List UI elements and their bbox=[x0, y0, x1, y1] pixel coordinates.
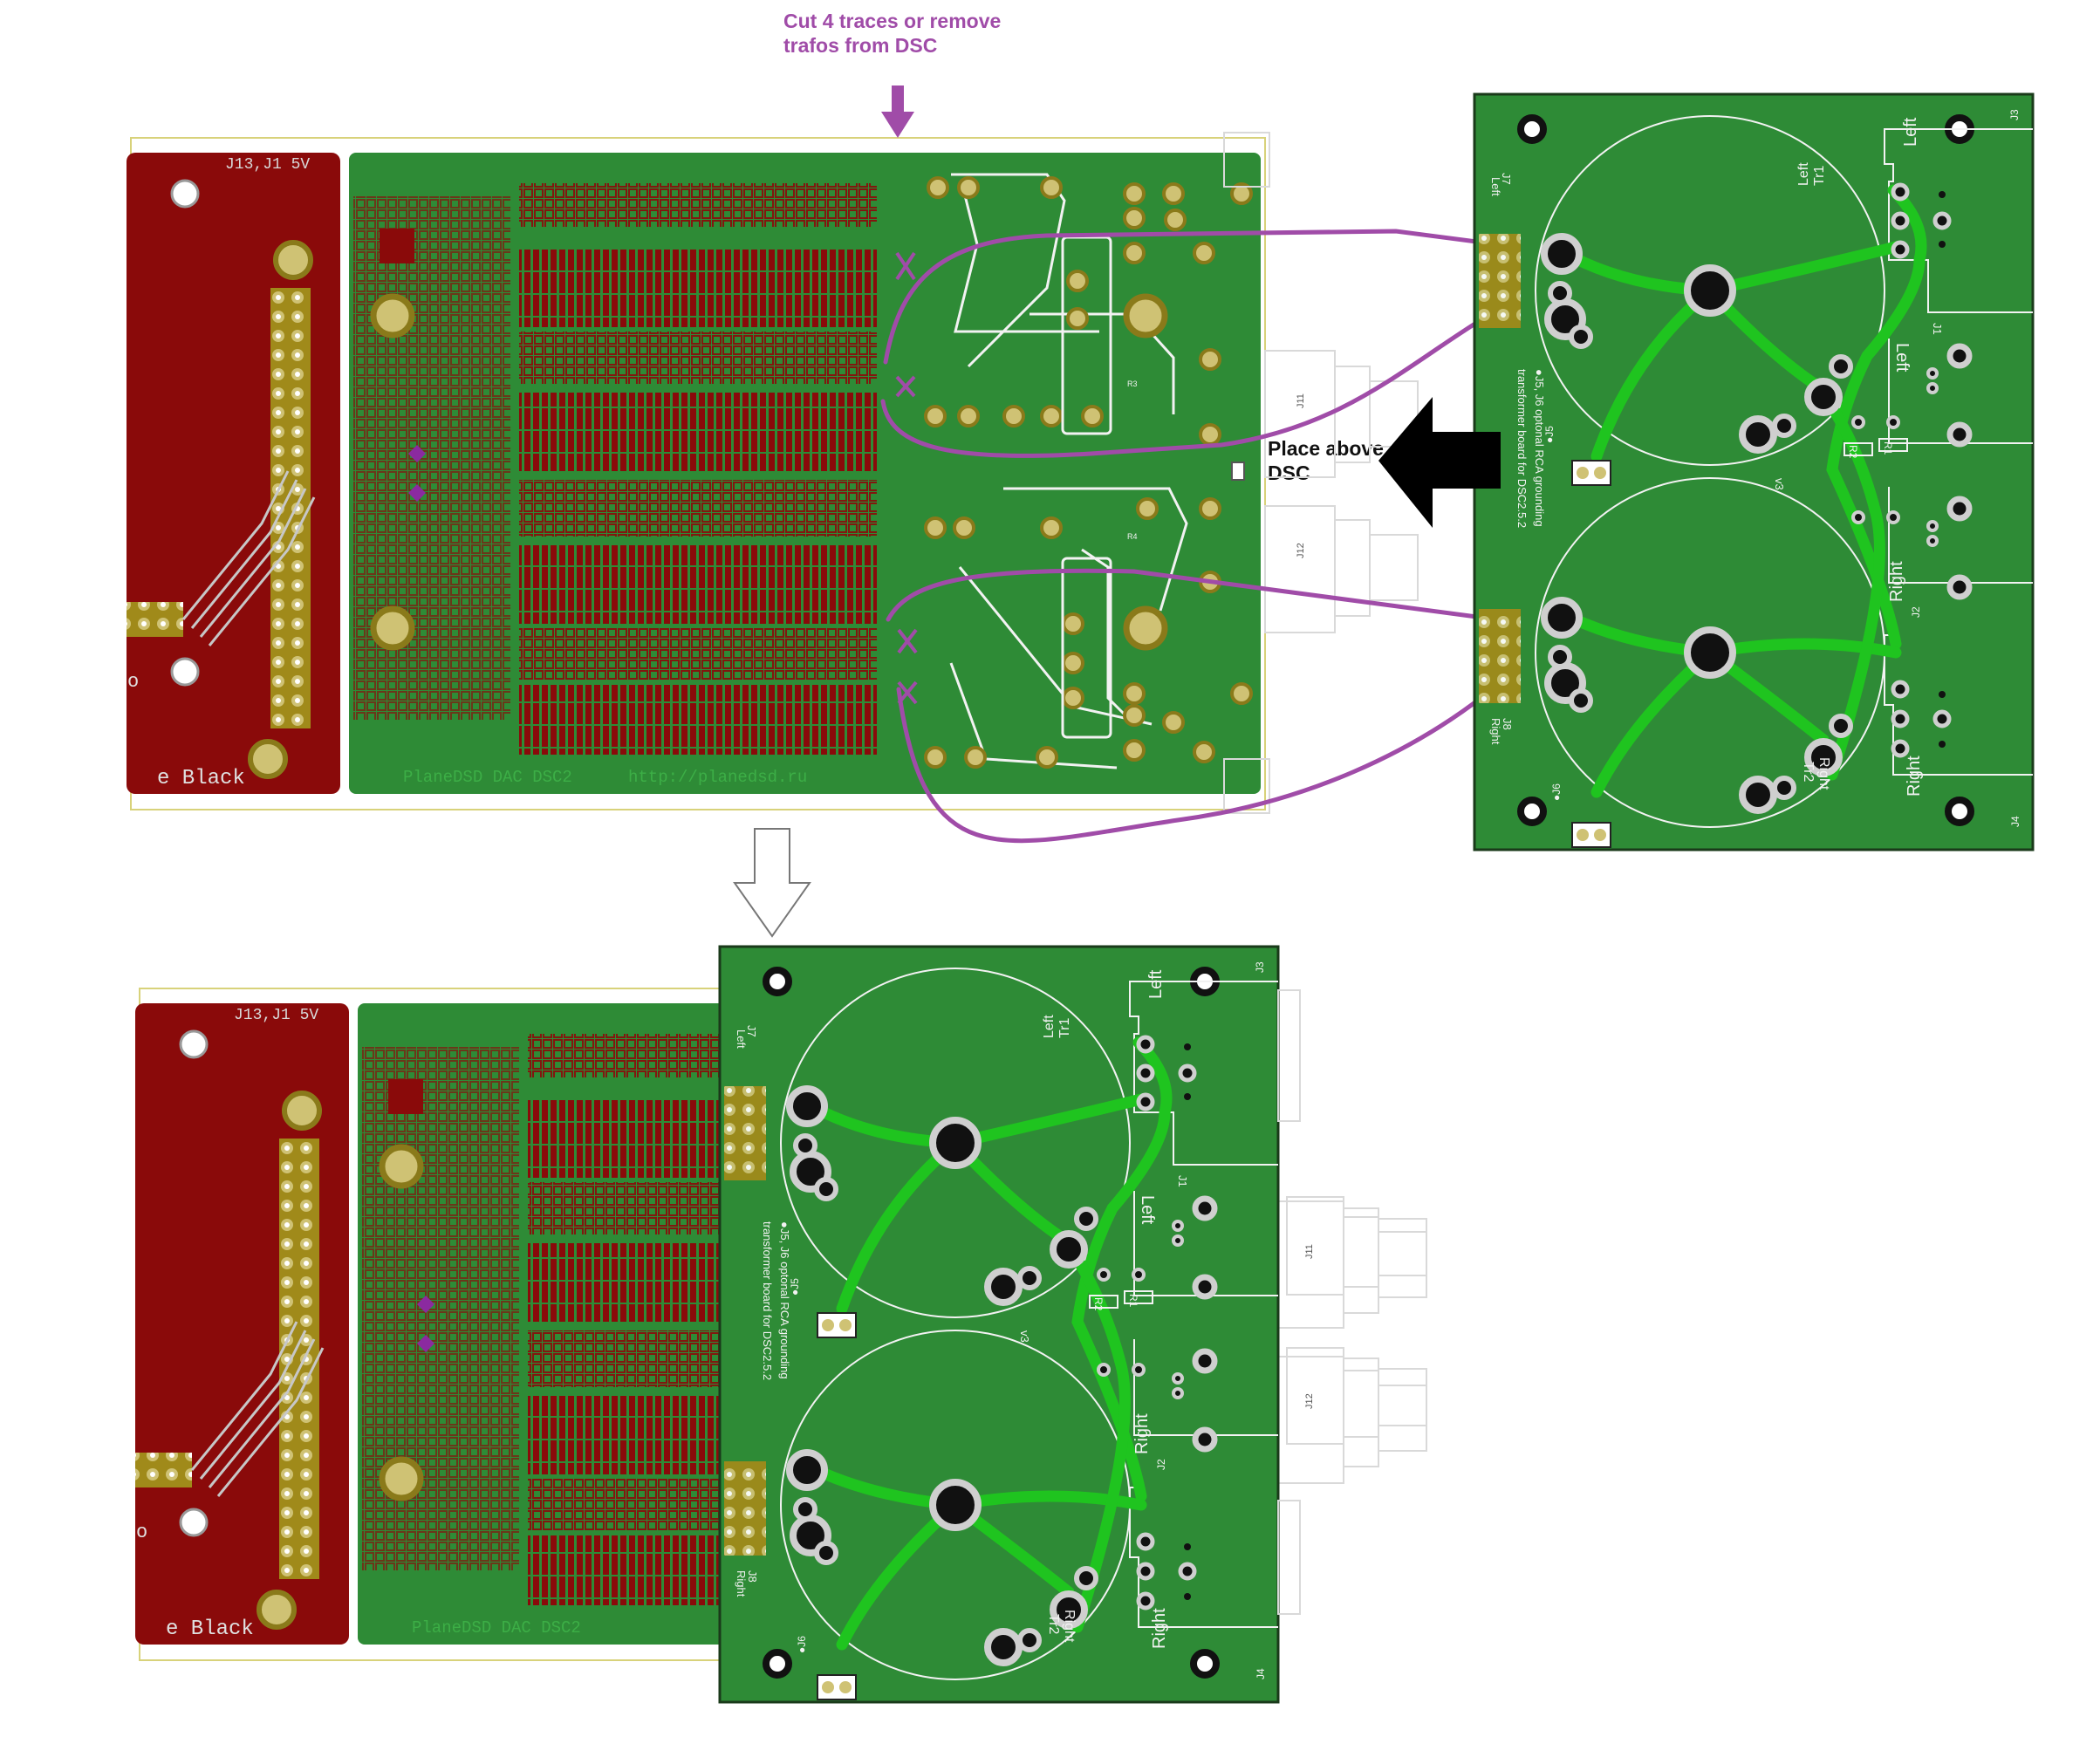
version-label: v3 bbox=[1773, 478, 1786, 490]
j6-label-bottom: ●J6 bbox=[796, 1636, 808, 1653]
j3-side-label-bottom: Left bbox=[1146, 969, 1166, 999]
j4-side-label-bottom: Right bbox=[1150, 1608, 1169, 1649]
j8-label-bottom: J8 bbox=[746, 1570, 759, 1583]
r1-label-bottom: R1 bbox=[1127, 1294, 1139, 1308]
j8-side-label: Right bbox=[1489, 718, 1502, 745]
cut-traces-note: Cut 4 traces or remove trafos from DSC bbox=[783, 10, 1002, 58]
j1-label-bottom: J1 bbox=[1176, 1175, 1189, 1187]
rca-outlines-bottom bbox=[1277, 989, 1427, 1615]
place-arrow-icon bbox=[1378, 397, 1501, 528]
dsc-header-label-bottom: J13,J1 5V bbox=[234, 1007, 318, 1024]
j4-label-bottom: J4 bbox=[1255, 1668, 1267, 1679]
tr1-side-label-bottom: Left bbox=[1042, 1015, 1057, 1038]
trafo-board-bottom: Tr1 Left Left J3 J7 Left J1 Left ●J5, J6… bbox=[720, 947, 1278, 1702]
tr2-side-label-bottom: Right bbox=[1062, 1610, 1077, 1643]
j2-side-label-bottom: Right bbox=[1132, 1413, 1152, 1454]
dsc-tiny-label: o bbox=[127, 671, 139, 693]
j7-side-label: Left bbox=[1489, 177, 1502, 196]
version-label-bottom: v3 bbox=[1018, 1330, 1031, 1343]
dsc-j12-label-bottom: J12 bbox=[1304, 1393, 1315, 1409]
j7-label: J7 bbox=[1500, 173, 1513, 185]
board-note-line2-bottom: transformer board for DSC2.5.2 bbox=[761, 1221, 774, 1380]
tr2-label: Tr2 bbox=[1801, 762, 1816, 783]
trafo-board-top: Tr1 Left Left J3 J7 Left J1 Left ●J5, J6… bbox=[1474, 94, 2033, 850]
j3-label-bottom: J3 bbox=[1254, 961, 1266, 973]
j8-side-label-bottom: Right bbox=[735, 1570, 748, 1597]
tr1-side-label: Left bbox=[1796, 162, 1811, 186]
tr2-label-bottom: Tr2 bbox=[1046, 1614, 1061, 1635]
j7-side-label-bottom: Left bbox=[735, 1029, 748, 1049]
dsc-r4-label: R4 bbox=[1127, 532, 1138, 541]
dsc-j11-label-bottom: J11 bbox=[1304, 1244, 1315, 1259]
tr2-side-label: Right bbox=[1816, 757, 1831, 790]
j2-label-bottom: J2 bbox=[1155, 1459, 1167, 1470]
j1-side-label-bottom: Left bbox=[1138, 1195, 1157, 1225]
r2-label-bottom: R2 bbox=[1092, 1297, 1105, 1311]
j5-label-bottom: ●J5 bbox=[789, 1278, 801, 1296]
dsc-header-label: J13,J1 5V bbox=[225, 156, 310, 174]
result-arrow-icon bbox=[733, 828, 811, 938]
j5-label: ●J5 bbox=[1543, 426, 1556, 443]
board-note-line1: ●J5, J6 optonal RCA grounding bbox=[1533, 369, 1546, 527]
dsc-board-bottom: J13,J1 5V e Black PlaneDSD DAC DSC2 o J1… bbox=[135, 983, 1426, 1664]
tr1-label-bottom: Tr1 bbox=[1057, 1017, 1072, 1038]
j4-side-label: Right bbox=[1905, 756, 1924, 797]
j3-side-label: Left bbox=[1901, 117, 1920, 147]
dsc-footer-name-bottom: PlaneDSD DAC DSC2 bbox=[412, 1618, 581, 1638]
cut-arrow-icon bbox=[881, 85, 914, 138]
j2-side-label: Right bbox=[1887, 561, 1906, 602]
r1-label: R1 bbox=[1882, 441, 1894, 455]
j6-label: ●J6 bbox=[1550, 783, 1563, 801]
dsc-footer-black-bottom: e Black bbox=[166, 1617, 254, 1641]
tr1-label: Tr1 bbox=[1812, 165, 1827, 186]
j2-label: J2 bbox=[1910, 606, 1922, 618]
cut-marks bbox=[895, 251, 918, 705]
j1-label: J1 bbox=[1931, 323, 1944, 335]
j8-label: J8 bbox=[1501, 718, 1514, 730]
board-note-line2: transformer board for DSC2.5.2 bbox=[1515, 369, 1529, 528]
j4-label: J4 bbox=[2009, 816, 2021, 827]
dsc-board-top: J13,J1 5V e Black PlaneDSD DAC DSC2 http… bbox=[127, 133, 1418, 813]
dsc-footer-name: PlaneDSD DAC DSC2 bbox=[403, 768, 572, 787]
wire-connections bbox=[880, 229, 1490, 844]
dsc-tiny-label-bottom: o bbox=[136, 1522, 147, 1543]
board-note-line1-bottom: ●J5, J6 optonal RCA grounding bbox=[778, 1221, 791, 1379]
dsc-footer-url: http://planedsd.ru bbox=[628, 768, 807, 787]
dsc-r3-label: R3 bbox=[1127, 380, 1138, 388]
r2-label: R2 bbox=[1847, 445, 1859, 459]
dsc-j12-label: J12 bbox=[1296, 543, 1306, 558]
j1-side-label: Left bbox=[1892, 343, 1912, 373]
dsc-footer-black: e Black bbox=[157, 767, 245, 790]
j3-label: J3 bbox=[2008, 109, 2021, 120]
j7-label-bottom: J7 bbox=[745, 1025, 758, 1037]
dsc-j11-label: J11 bbox=[1296, 393, 1306, 408]
